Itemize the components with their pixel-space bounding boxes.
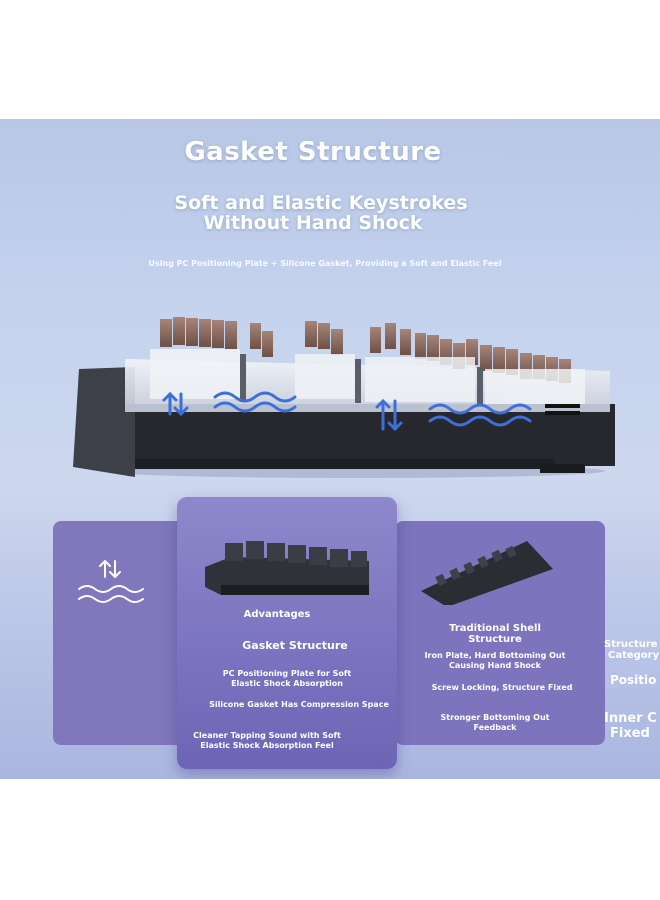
page-title: Gasket Structure <box>184 137 442 167</box>
category-label: Structure Category <box>604 639 659 661</box>
traditional-keyboard-image <box>421 541 553 605</box>
advantages-panel: Advantages Gasket Structure PC Positioni… <box>177 497 397 769</box>
inner-line: Inner C <box>604 711 657 726</box>
traditional-structure: Traditional Shell Structure <box>435 623 555 645</box>
left-panel <box>53 521 198 745</box>
up-down-arrows-icon <box>162 391 403 432</box>
up-down-arrows-waves-icon <box>78 559 144 603</box>
traditional-point-2: Screw Locking, Structure Fixed <box>431 683 573 692</box>
advantages-structure: Gasket Structure <box>242 639 348 652</box>
position-label: Positio <box>610 673 657 687</box>
advantages-point-3: Cleaner Tapping Sound with Soft Elastic … <box>193 731 341 750</box>
waves-icon <box>213 391 532 427</box>
traditional-structure-line-1: Traditional Shell <box>449 623 541 634</box>
product-banner: Gasket Structure Soft and Elastic Keystr… <box>0 119 660 779</box>
keyboard-illustration <box>73 317 615 478</box>
category-line-2: Category <box>608 650 660 661</box>
inner-fixed-label: Inner C Fixed <box>604 711 657 741</box>
subtitle-line-1: Soft and Elastic Keystrokes <box>174 192 468 214</box>
page-subtitle: Soft and Elastic Keystrokes Without Hand… <box>0 193 651 233</box>
traditional-point-3: Stronger Bottoming Out Feedback <box>440 713 550 732</box>
fixed-line: Fixed <box>610 726 650 741</box>
category-line-1: Structure <box>604 639 658 650</box>
gasket-keyboard-image <box>205 541 369 595</box>
caption: Using PC Positioning Plate + Silicone Ga… <box>148 259 502 268</box>
advantages-heading: Advantages <box>243 609 311 620</box>
traditional-point-1: Iron Plate, Hard Bottoming Out Causing H… <box>424 651 566 670</box>
traditional-panel: Traditional Shell Structure Iron Plate, … <box>395 521 605 745</box>
subtitle-line-2: Without Hand Shock <box>203 212 423 234</box>
advantages-point-2: Silicone Gasket Has Compression Space <box>209 700 389 709</box>
advantages-point-1: PC Positioning Plate for Soft Elastic Sh… <box>222 669 352 688</box>
traditional-structure-line-2: Structure <box>468 634 522 645</box>
